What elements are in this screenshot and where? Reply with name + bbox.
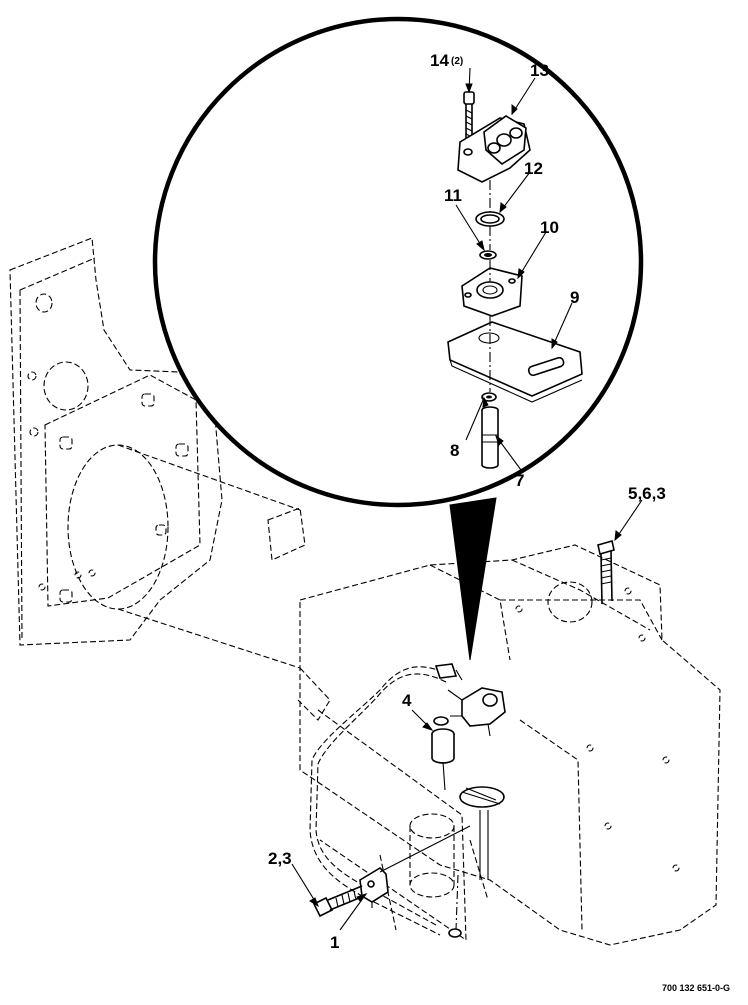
leader-arrowheads <box>309 83 622 908</box>
plate-bolt <box>59 436 73 450</box>
detail-magnifier <box>152 16 644 661</box>
lower-pin <box>448 786 505 938</box>
callout-13: 13 <box>530 61 549 80</box>
callout-12: 12 <box>524 159 543 178</box>
part-11-ring <box>479 250 497 260</box>
plate-bolt <box>59 589 73 603</box>
part-10-flange <box>461 267 523 317</box>
callout-4: 4 <box>402 691 412 710</box>
plate-bolt <box>175 443 189 457</box>
part-2-bolt <box>312 885 365 918</box>
callout-14-qty: (2) <box>451 56 463 67</box>
part-13-sensor <box>457 115 531 183</box>
callout-9: 9 <box>570 288 579 307</box>
right-frame-bracket <box>299 544 721 946</box>
callout-2-3: 2,3 <box>268 849 292 868</box>
callout-labels: 14 (2) 13 12 11 10 9 8 7 5,6,3 4 2,3 1 7… <box>268 51 730 993</box>
callout-5-6-3: 5,6,3 <box>628 484 666 503</box>
callout-11: 11 <box>444 186 462 205</box>
part-12-oring <box>475 211 505 227</box>
callout-7: 7 <box>515 471 524 490</box>
callout-8: 8 <box>450 441 459 460</box>
plate-bolt <box>155 524 167 536</box>
wiring-harness <box>309 663 463 936</box>
callout-14: 14 <box>430 51 449 70</box>
callout-10: 10 <box>540 218 559 237</box>
plate-bolt <box>141 393 155 407</box>
part-7-bushing <box>481 406 499 469</box>
part-4-bushing <box>431 716 455 791</box>
drawing-number: 700 132 651-0-G <box>662 983 730 993</box>
part-9-plate <box>447 321 583 403</box>
callout-1: 1 <box>330 933 339 952</box>
part-8-washer <box>481 392 497 402</box>
part-5-bolt <box>597 539 615 605</box>
installed-sensor <box>447 687 506 737</box>
main-tube <box>67 444 331 721</box>
